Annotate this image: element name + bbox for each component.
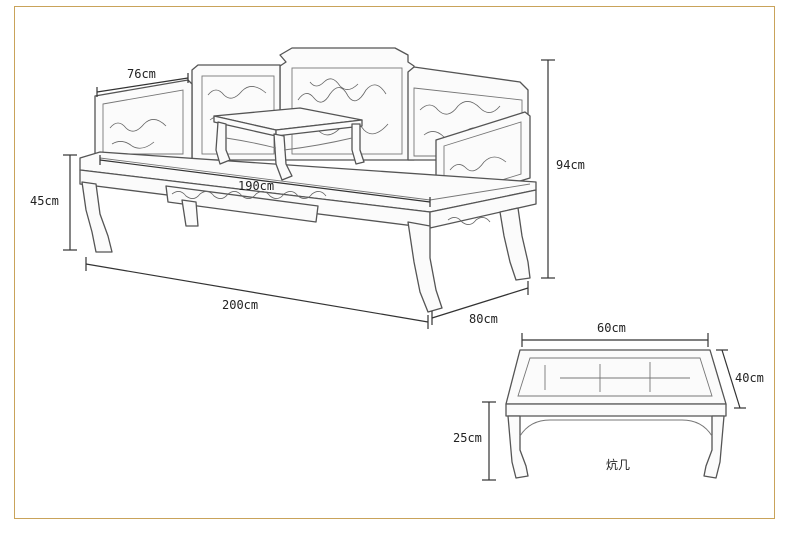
drawing-frame	[14, 6, 775, 519]
label-table-depth: 40cm	[735, 371, 764, 385]
dim-table-height	[482, 401, 496, 481]
daybed-drawing	[79, 47, 537, 313]
label-total-depth: 80cm	[469, 312, 498, 326]
label-backrest-depth: 76cm	[127, 67, 156, 81]
label-seat-length: 190cm	[238, 179, 274, 193]
label-table-width: 60cm	[597, 321, 626, 335]
dim-seat-height	[63, 154, 77, 251]
label-total-height: 94cm	[556, 158, 585, 172]
label-table-name: 炕几	[606, 457, 630, 472]
dim-table-depth	[716, 349, 746, 409]
bed-table-drawing	[213, 107, 365, 181]
label-total-length: 200cm	[222, 298, 258, 312]
dim-total-height	[541, 59, 555, 279]
label-table-height: 25cm	[453, 431, 482, 445]
kang-table-drawing	[505, 349, 727, 479]
dim-seat-length	[99, 155, 431, 207]
dim-total-length	[85, 257, 429, 329]
dim-backrest-depth	[96, 73, 189, 97]
dim-table-width	[521, 333, 709, 347]
dim-total-depth	[431, 281, 529, 325]
label-seat-height: 45cm	[30, 194, 59, 208]
